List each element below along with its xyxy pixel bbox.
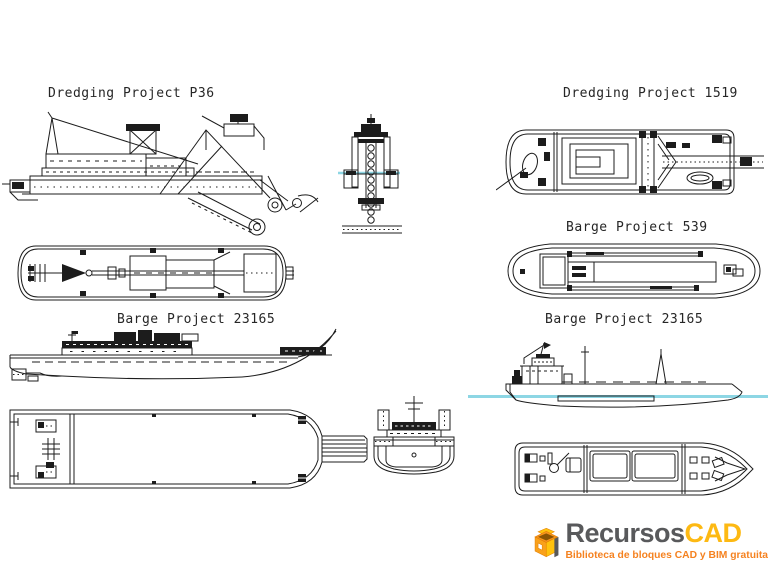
recursoscad-cube-icon [534,527,559,558]
drawing-dredger-p36-side-elevation [2,111,319,236]
label-barge-project-23165-left: Barge Project 23165 [117,312,276,327]
drawing-barge-23165-deck-plan-right [514,442,754,496]
logo-text: RecursosCAD Biblioteca de bloques CAD y … [565,513,768,562]
label-dredging-project-1519: Dredging Project 1519 [563,86,738,101]
drawing-dredger-1519-plan-view [496,129,764,195]
drawing-barge-23165-bow-elevation [373,396,455,475]
brand-primary: Recursos [565,518,685,548]
brand-name: RecursosCAD [565,520,768,547]
drawing-barge-23165-side-elevation-left [9,328,337,382]
drawing-barge-539-plan-view [507,243,761,299]
recursoscad-logo[interactable]: RecursosCAD Biblioteca de bloques CAD y … [533,513,768,576]
drawing-barge-23165-side-elevation-right [505,342,743,408]
brand-accent: CAD [684,518,743,548]
label-barge-project-539: Barge Project 539 [566,220,708,235]
label-barge-project-23165-right: Barge Project 23165 [545,312,704,327]
drawing-dredger-bow-elevation [338,114,402,234]
label-dredging-project-p36: Dredging Project P36 [48,86,215,101]
drawing-barge-23165-deck-plan-left [9,409,368,489]
drawing-dredger-p36-plan-view [17,245,294,301]
brand-tagline: Biblioteca de bloques CAD y BIM gratuita [565,550,768,561]
